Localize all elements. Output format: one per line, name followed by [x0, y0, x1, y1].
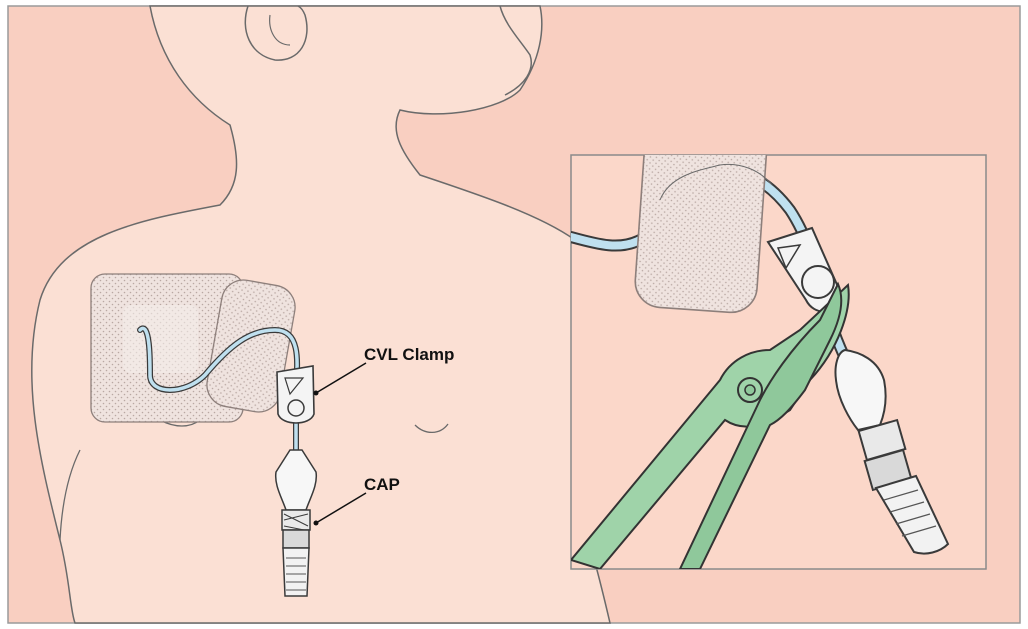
- inset-closeup: [571, 116, 986, 569]
- cap-label: CAP: [364, 475, 400, 494]
- clamp-label: CVL Clamp: [364, 345, 454, 364]
- cvl-clamp: [277, 366, 314, 423]
